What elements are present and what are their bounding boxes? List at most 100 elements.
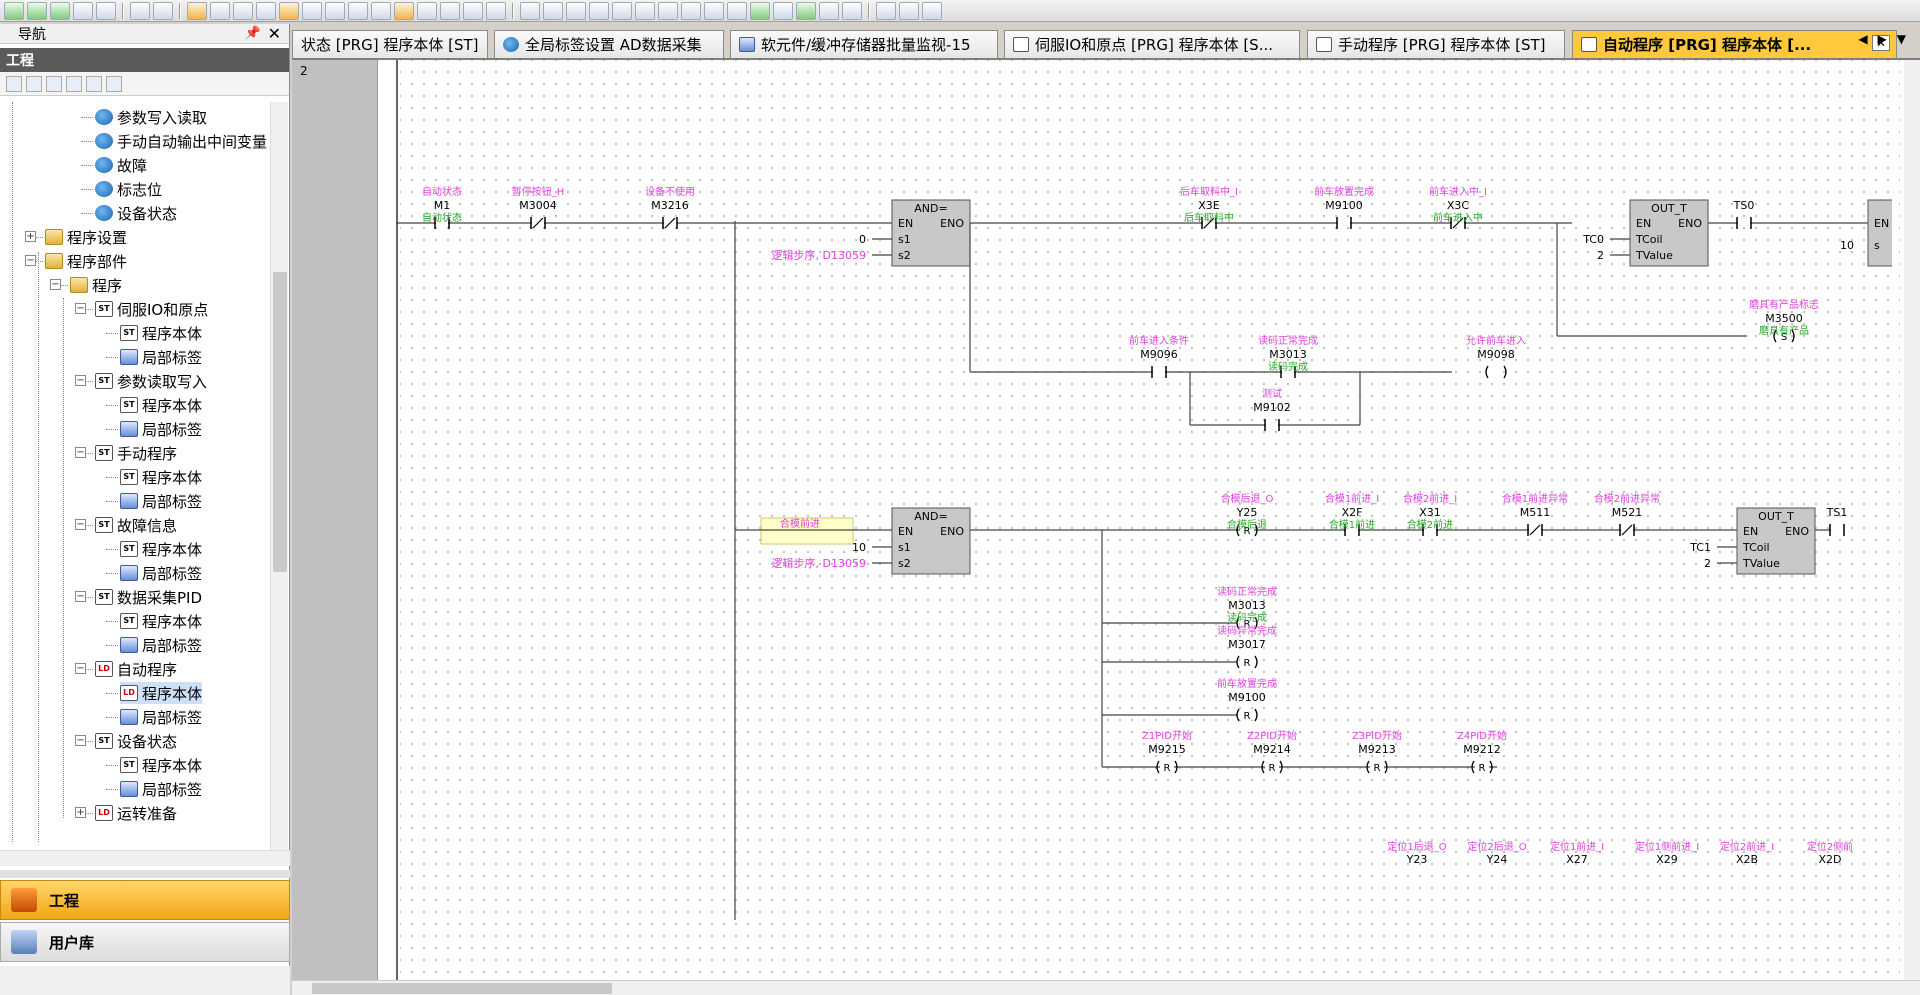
tab-close-icon[interactable]: ✕ [1871, 35, 1890, 51]
tree-scrollbar[interactable] [270, 102, 288, 850]
select-cursor-icon[interactable] [187, 1, 207, 20]
contact-f1-icon[interactable] [417, 1, 437, 20]
tree-item[interactable]: 手动自动输出中间变量 [95, 130, 267, 152]
contact-icon[interactable] [302, 1, 322, 20]
compile-icon[interactable] [773, 1, 793, 20]
tab[interactable]: 自动程序 [PRG] 程序本体 [...✕ [1572, 30, 1897, 58]
scroll-thumb[interactable] [273, 272, 287, 572]
zoom-in-icon[interactable] [876, 1, 896, 20]
editor-hscrollbar[interactable] [292, 980, 1920, 995]
contact-f3-icon[interactable] [463, 1, 483, 20]
tree-item[interactable]: 故障 [95, 154, 147, 176]
tab[interactable]: 手动程序 [PRG] 程序本体 [ST] [1307, 30, 1565, 58]
tree-item[interactable]: 局部标签 [120, 562, 202, 584]
collapse-icon[interactable]: − [50, 279, 61, 290]
zoom-out-icon[interactable] [899, 1, 919, 20]
write-icon[interactable] [96, 1, 116, 20]
collapse-icon[interactable]: − [75, 591, 86, 602]
tree-item[interactable]: 局部标签 [120, 346, 202, 368]
tab[interactable]: 伺服IO和原点 [PRG] 程序本体 [S... [1004, 30, 1300, 58]
chart-icon[interactable] [153, 1, 173, 20]
tree-item[interactable]: 设备状态 [95, 202, 177, 224]
line-icon[interactable] [520, 1, 540, 20]
tab[interactable]: 软元件/缓冲存储器批量监视-15 [730, 30, 998, 58]
contact-icon[interactable] [325, 1, 345, 20]
line-icon[interactable] [566, 1, 586, 20]
panel-splitter[interactable] [0, 870, 290, 878]
arrow-icon[interactable] [704, 1, 724, 20]
edit-icon[interactable] [210, 1, 230, 20]
arrow-icon[interactable] [727, 1, 747, 20]
paste-icon[interactable] [46, 75, 62, 92]
collapse-icon[interactable]: − [75, 375, 86, 386]
block-icon[interactable] [256, 1, 276, 20]
hscroll-thumb[interactable] [312, 983, 612, 994]
collapse-icon[interactable]: − [25, 255, 36, 266]
tree-item[interactable]: 参数写入读取 [95, 106, 207, 128]
falling-edge-icon[interactable] [635, 1, 655, 20]
collapse-icon[interactable]: − [75, 735, 86, 746]
copy-icon[interactable] [819, 1, 839, 20]
properties-icon[interactable] [66, 75, 82, 92]
block-icon[interactable] [233, 1, 253, 20]
collapse-icon[interactable]: − [75, 663, 86, 674]
new-item-icon[interactable] [6, 75, 22, 92]
line-icon[interactable] [543, 1, 563, 20]
tree-item[interactable]: 标志位 [95, 178, 162, 200]
tree-item[interactable]: 局部标签 [120, 634, 202, 656]
compile-icon[interactable] [750, 1, 770, 20]
coil-icon[interactable] [371, 1, 391, 20]
ladder-insert-icon[interactable] [4, 1, 24, 20]
expand-icon[interactable]: + [25, 231, 36, 242]
tree-item[interactable]: 程序 [70, 274, 122, 296]
monitor-icon[interactable] [73, 1, 93, 20]
contact-f2-icon[interactable] [440, 1, 460, 20]
edge-icon[interactable] [658, 1, 678, 20]
coil-icon[interactable] [348, 1, 368, 20]
close-icon[interactable]: ✕ [267, 24, 281, 43]
tree-item[interactable]: 程序部件 [45, 250, 127, 272]
tree-hscrollbar[interactable] [0, 850, 290, 866]
project-view-button[interactable]: 工程 [0, 880, 290, 920]
compile-icon[interactable] [796, 1, 816, 20]
tab[interactable]: 状态 [PRG] 程序本体 [ST] [292, 30, 488, 58]
copy-icon[interactable] [842, 1, 862, 20]
tab-scroll-arrows-icon[interactable]: ◀▶▼ [1858, 32, 1916, 46]
ladder-insert-icon[interactable] [27, 1, 47, 20]
settings-icon[interactable] [106, 75, 122, 92]
pin-icon[interactable]: 📌 [244, 26, 261, 41]
copy-icon[interactable] [26, 75, 42, 92]
collapse-icon[interactable]: − [75, 303, 86, 314]
editor-vscrollbar[interactable] [1904, 60, 1920, 980]
collapse-icon[interactable]: − [75, 447, 86, 458]
contact-f4-icon[interactable] [486, 1, 506, 20]
tree-item[interactable]: 局部标签 [120, 778, 202, 800]
tree-item[interactable]: 局部标签 [120, 490, 202, 512]
tree-item[interactable]: 局部标签 [120, 706, 202, 728]
expand-icon[interactable]: + [75, 807, 86, 818]
chart-icon[interactable] [130, 1, 150, 20]
tree-item[interactable]: 程序设置 [45, 226, 127, 248]
toolbar-options-icon[interactable] [922, 1, 942, 20]
user-library-button[interactable]: 用户库 [0, 922, 290, 962]
refresh-icon[interactable] [86, 75, 102, 92]
contact-icon[interactable] [279, 1, 299, 20]
ladder-insert-icon[interactable] [50, 1, 70, 20]
function-block-icon[interactable] [394, 1, 414, 20]
line-icon[interactable] [589, 1, 609, 20]
tree-item[interactable]: 局部标签 [120, 418, 202, 440]
